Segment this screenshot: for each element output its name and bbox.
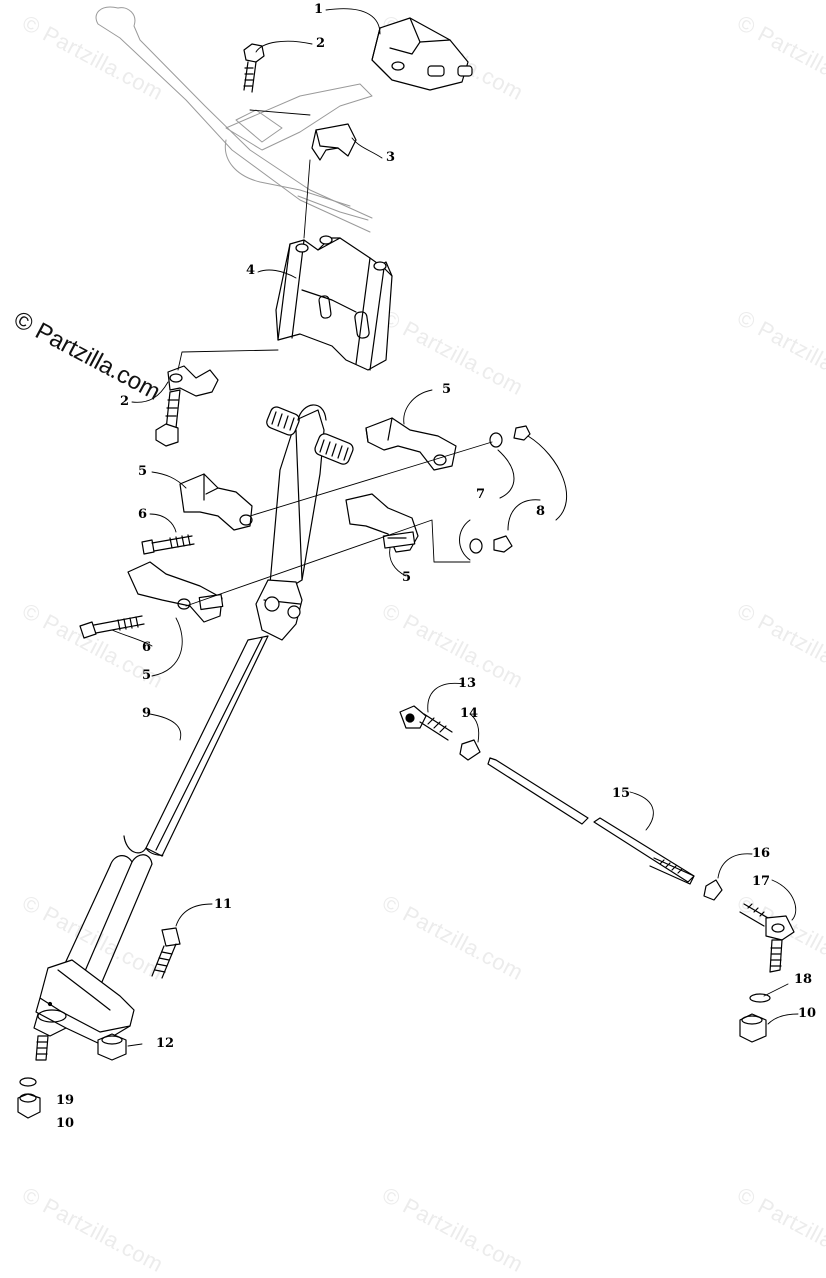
clamp-half-5a [365, 417, 457, 471]
bolt-2-lower [155, 389, 181, 447]
nuts-8 [493, 425, 531, 553]
callout-4: 4 [246, 263, 256, 278]
clamp-cap-3 [311, 123, 357, 161]
callout-18: 18 [794, 972, 813, 987]
callout-6-lower: 6 [142, 640, 152, 655]
clamp-half-5c [345, 493, 419, 553]
callout-8: 8 [536, 504, 546, 519]
callout-2-lower: 2 [120, 394, 130, 409]
callout-16: 16 [752, 846, 771, 861]
callout-11: 11 [214, 897, 233, 912]
jam-nut-16 [703, 879, 723, 901]
nut-10-left [17, 1093, 41, 1119]
callout-7: 7 [476, 487, 486, 502]
callout-17: 17 [752, 874, 771, 889]
callout-5-a: 5 [442, 382, 452, 397]
callout-9: 9 [142, 706, 152, 721]
bolt-2-upper [243, 43, 265, 93]
leader-lines [111, 8, 799, 1047]
riser-block-4 [275, 235, 393, 371]
lower-stud [35, 1035, 49, 1061]
lower-bearing-housing [33, 959, 135, 1045]
callout-19: 19 [56, 1093, 75, 1108]
callout-1: 1 [314, 2, 324, 17]
bolt-11 [151, 927, 181, 979]
nut-12 [97, 1033, 127, 1061]
clamp-half-5b [179, 473, 253, 531]
tie-rod-end-17 [739, 903, 795, 973]
centerlines [177, 109, 493, 607]
tie-rod-15 [487, 757, 695, 885]
clamp-half-5d [127, 561, 224, 623]
upper-clamp-block [371, 17, 473, 91]
callout-5-b: 5 [138, 464, 148, 479]
washer-18 [749, 993, 771, 1003]
callout-14: 14 [460, 706, 479, 721]
washer-19 [19, 1077, 37, 1087]
callout-2-upper: 2 [316, 36, 326, 51]
callout-10-right: 10 [798, 1006, 817, 1021]
callout-13: 13 [458, 676, 477, 691]
tie-rod-end-13 [399, 705, 453, 741]
steering-post-upper [255, 404, 354, 641]
handlebar-ghost [95, 6, 373, 233]
washers-7 [469, 432, 503, 554]
callout-12: 12 [156, 1036, 175, 1051]
callout-6-upper: 6 [138, 507, 148, 522]
callout-3: 3 [386, 150, 396, 165]
jam-nut-14 [459, 739, 481, 761]
callout-5-d: 5 [142, 668, 152, 683]
bolt-6-lower [79, 615, 145, 639]
callout-5-c: 5 [402, 570, 412, 585]
parts-diagram [17, 6, 799, 1119]
callout-curves [459, 435, 567, 561]
steering-shaft-9 [49, 635, 269, 997]
bolt-6-upper [141, 534, 195, 555]
nut-10-right [739, 1013, 767, 1043]
callout-15: 15 [612, 786, 631, 801]
lower-clamp-small [167, 365, 219, 397]
callout-10-left: 10 [56, 1116, 75, 1131]
